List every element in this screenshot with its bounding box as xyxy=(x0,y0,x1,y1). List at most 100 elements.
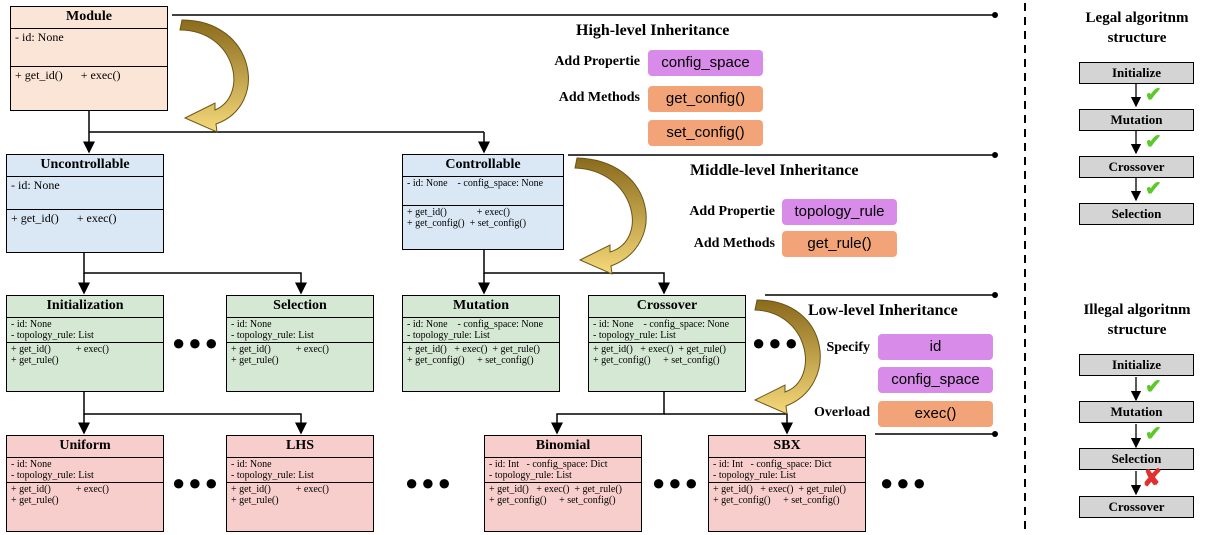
class-title: Selection xyxy=(227,296,373,318)
method-line: + get_id() + exec() xyxy=(407,207,510,218)
method-line: + get_id() + exec() xyxy=(231,344,329,355)
attr-line: - topology_rule: List xyxy=(11,470,94,481)
ellipsis: ●●● xyxy=(405,470,454,495)
method-line: + get_id() + exec() + get_rule() xyxy=(489,484,622,495)
legal-step: Initialize xyxy=(1079,62,1194,84)
method-line: + get_rule() xyxy=(231,355,279,366)
check-icon: ✔ xyxy=(1145,376,1162,398)
legal-title: Legal algoritnm structure xyxy=(1085,10,1189,46)
method-line: + get_config() + set_config() xyxy=(407,355,534,366)
curved-arrow-icon xyxy=(179,19,821,415)
ellipsis: ●●● xyxy=(172,470,221,495)
method-line: + get_id() + exec() + get_rule() xyxy=(407,344,540,355)
high-prop-label: Add Propertie xyxy=(554,54,640,69)
low-over-label: Overload xyxy=(814,405,870,420)
class-module: Module - id: None + get_id() + exec() xyxy=(10,6,168,111)
method-line: + get_id() + exec() xyxy=(231,484,329,495)
class-binomial: Binomial - id: Int - config_space: Dict-… xyxy=(484,435,642,532)
middle-meth1-pill: get_rule() xyxy=(782,231,897,257)
attr-line: - id: None xyxy=(231,459,272,470)
attr-line: - id: None xyxy=(11,178,60,192)
high-meth2-pill: set_config() xyxy=(648,120,763,146)
middle-meth-label: Add Methods xyxy=(693,236,775,251)
attr-line: - topology_rule: List xyxy=(489,470,572,481)
class-title: LHS xyxy=(227,436,373,458)
high-level-title: High-level Inheritance xyxy=(576,22,730,39)
method-line: + get_rule() xyxy=(11,355,59,366)
class-initialization: Initialization - id: None- topology_rule… xyxy=(6,295,164,392)
method-line: + get_id() + exec() + get_rule() xyxy=(593,344,726,355)
attr-line: - topology_rule: List xyxy=(713,470,796,481)
class-title: Controllable xyxy=(403,155,563,177)
low-spec1-pill: id xyxy=(878,334,993,360)
method-line: + get_config() + set_config() xyxy=(407,218,527,229)
method-line: + get_config() + set_config() xyxy=(593,355,720,366)
low-level-title: Low-level Inheritance xyxy=(808,302,958,319)
method-line: + get_id() + exec() xyxy=(15,68,121,82)
cross-icon: ✘ xyxy=(1142,466,1163,492)
check-icon: ✔ xyxy=(1145,131,1162,153)
class-uncontrollable: Uncontrollable - id: None + get_id() + e… xyxy=(6,154,164,253)
illegal-step: Selection xyxy=(1079,448,1194,470)
method-line: + get_id() + exec() xyxy=(11,344,109,355)
class-title: Crossover xyxy=(589,296,745,318)
legal-step: Selection xyxy=(1079,203,1194,225)
check-icon: ✔ xyxy=(1145,178,1162,200)
high-prop-pill: config_space xyxy=(648,50,763,76)
middle-prop-label: Add Propertie xyxy=(689,204,775,219)
class-title: SBX xyxy=(709,436,865,458)
class-sbx: SBX - id: Int - config_space: Dict- topo… xyxy=(708,435,866,532)
attr-line: - id: Int - config_space: Dict xyxy=(713,459,832,470)
ellipsis: ●●● xyxy=(652,470,701,495)
attr-line: - id: None - config_space: None xyxy=(407,178,544,189)
attr-line: - id: None xyxy=(15,30,64,44)
attr-line: - topology_rule: List xyxy=(231,330,314,341)
low-spec2-pill: config_space xyxy=(878,367,993,393)
illegal-step: Initialize xyxy=(1079,354,1194,376)
attr-line: - topology_rule: List xyxy=(407,330,490,341)
middle-level-title: Middle-level Inheritance xyxy=(690,162,859,179)
class-title: Uniform xyxy=(7,436,163,458)
method-line: + get_rule() xyxy=(231,495,279,506)
class-title: Module xyxy=(11,7,167,29)
illegal-title: Illegal algoritnm structure xyxy=(1083,302,1191,338)
attr-line: - id: Int - config_space: Dict xyxy=(489,459,608,470)
class-lhs: LHS - id: None- topology_rule: List + ge… xyxy=(226,435,374,532)
legal-step: Mutation xyxy=(1079,109,1194,131)
attr-line: - id: None xyxy=(11,319,52,330)
check-icon: ✔ xyxy=(1145,423,1162,445)
class-title: Mutation xyxy=(403,296,559,318)
check-icon: ✔ xyxy=(1145,84,1162,106)
method-line: + get_config() + set_config() xyxy=(713,495,840,506)
class-mutation: Mutation - id: None - config_space: None… xyxy=(402,295,560,392)
ellipsis: ●●● xyxy=(172,330,221,355)
low-spec-label: Specify xyxy=(826,340,870,355)
method-line: + get_id() + exec() + get_rule() xyxy=(713,484,846,495)
class-crossover: Crossover - id: None - config_space: Non… xyxy=(588,295,746,392)
high-meth-label: Add Methods xyxy=(558,90,640,105)
ellipsis: ●●● xyxy=(880,470,929,495)
method-line: + get_id() + exec() xyxy=(11,211,117,225)
class-title: Initialization xyxy=(7,296,163,318)
attr-line: - id: None - config_space: None xyxy=(593,319,730,330)
class-uniform: Uniform - id: None- topology_rule: List … xyxy=(6,435,164,532)
class-controllable: Controllable - id: None - config_space: … xyxy=(402,154,564,250)
method-line: + get_config() + set_config() xyxy=(489,495,616,506)
method-line: + get_id() + exec() xyxy=(11,484,109,495)
method-line: + get_rule() xyxy=(11,495,59,506)
class-selection: Selection - id: None- topology_rule: Lis… xyxy=(226,295,374,392)
illegal-step: Crossover xyxy=(1079,496,1194,518)
class-title: Binomial xyxy=(485,436,641,458)
ellipsis: ●●● xyxy=(752,330,801,355)
class-title: Uncontrollable xyxy=(7,155,163,177)
high-meth1-pill: get_config() xyxy=(648,86,763,112)
legal-step: Crossover xyxy=(1079,156,1194,178)
attr-line: - id: None xyxy=(11,459,52,470)
attr-line: - topology_rule: List xyxy=(593,330,676,341)
attr-line: - id: None - config_space: None xyxy=(407,319,544,330)
low-over1-pill: exec() xyxy=(878,401,993,427)
middle-prop-pill: topology_rule xyxy=(782,199,897,225)
attr-line: - topology_rule: List xyxy=(231,470,314,481)
attr-line: - id: None xyxy=(231,319,272,330)
